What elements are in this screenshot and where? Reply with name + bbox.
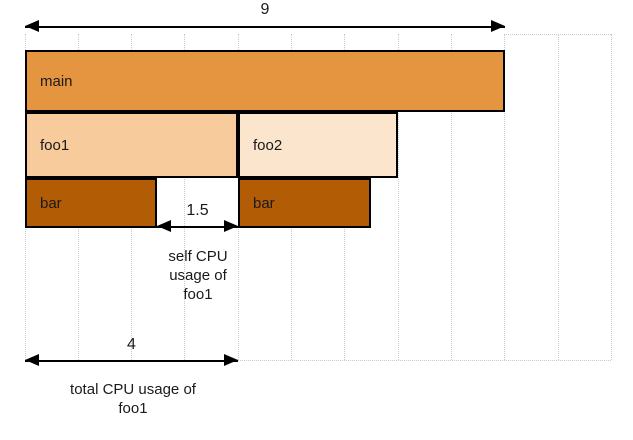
- gridline-10: [558, 34, 559, 360]
- frame-label-bar-2: bar: [253, 194, 275, 212]
- frame-bar-under-foo2[interactable]: bar: [238, 178, 371, 228]
- arrow-head-left: [157, 220, 171, 232]
- caption-total-line-1: total CPU usage of: [70, 381, 196, 398]
- frame-label-foo1: foo1: [40, 136, 70, 154]
- caption-total-cpu: total CPU usage of foo1: [33, 381, 233, 419]
- arrow-head-right: [224, 354, 238, 366]
- caption-total-line-2: foo1: [118, 399, 148, 417]
- frame-foo1[interactable]: foo1: [25, 112, 238, 178]
- caption-self-line-1: self CPU: [168, 248, 228, 265]
- frame-label-bar-1: bar: [40, 194, 62, 212]
- frame-main[interactable]: main: [25, 50, 505, 112]
- arrow-head-right: [491, 20, 505, 32]
- arrow-head-left: [25, 20, 39, 32]
- arrow-head-right: [224, 220, 238, 232]
- frame-foo2[interactable]: foo2: [238, 112, 398, 178]
- caption-self-cpu: self CPU usage of foo1: [128, 248, 268, 304]
- caption-self-line-3: foo1: [183, 285, 213, 303]
- measure-value-total-main: 9: [260, 1, 270, 18]
- frame-label-main: main: [40, 72, 73, 90]
- gridline-11: [611, 34, 612, 360]
- arrow-head-left: [25, 354, 39, 366]
- caption-self-line-2: usage of: [169, 266, 227, 284]
- arrow-shaft: [157, 226, 238, 228]
- measure-value-total-cpu: 4: [127, 336, 136, 353]
- measure-value-self-cpu: 1.5: [186, 202, 209, 219]
- frame-label-foo2: foo2: [253, 136, 283, 154]
- grid-topline: [504, 34, 611, 35]
- arrow-shaft: [25, 360, 238, 362]
- arrow-shaft: [25, 26, 505, 28]
- frame-bar-under-foo1[interactable]: bar: [25, 178, 157, 228]
